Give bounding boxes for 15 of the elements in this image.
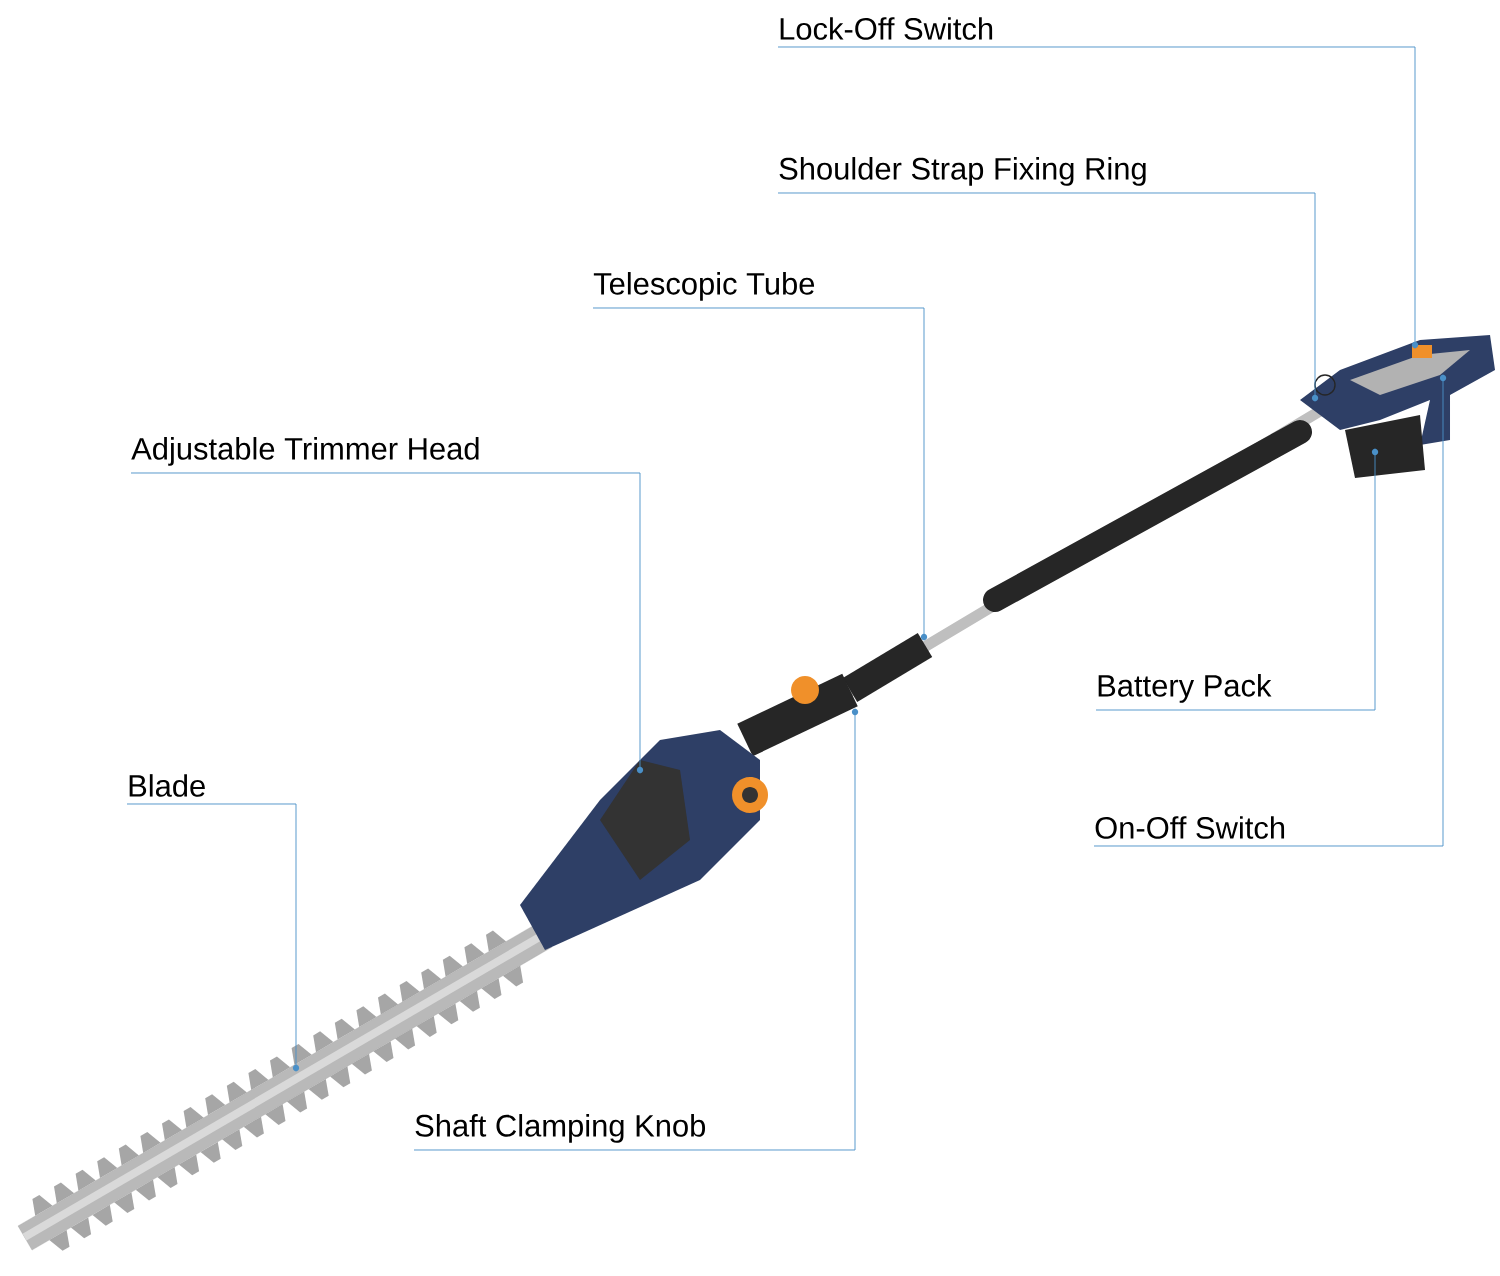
part-label: On-Off Switch xyxy=(1095,816,1285,839)
part-label: Blade xyxy=(129,774,205,797)
part-label: Battery Pack xyxy=(1098,674,1272,703)
leader-line xyxy=(1095,448,1376,711)
part-label: Shoulder Strap Fixing Ring xyxy=(779,157,1146,186)
part-label: Telescopic Tube xyxy=(593,272,815,301)
part-label: Lock-Off Switch xyxy=(780,17,993,40)
leader-line xyxy=(592,307,925,641)
leader-line xyxy=(777,46,1416,349)
part-label: Adjustable Trimmer Head xyxy=(131,437,479,466)
part-label: Shaft Clamping Knob xyxy=(415,1114,706,1143)
leader-line xyxy=(777,192,1316,402)
leader-line xyxy=(126,803,297,1072)
leader-line xyxy=(1093,374,1444,847)
leader-line xyxy=(413,708,856,1151)
